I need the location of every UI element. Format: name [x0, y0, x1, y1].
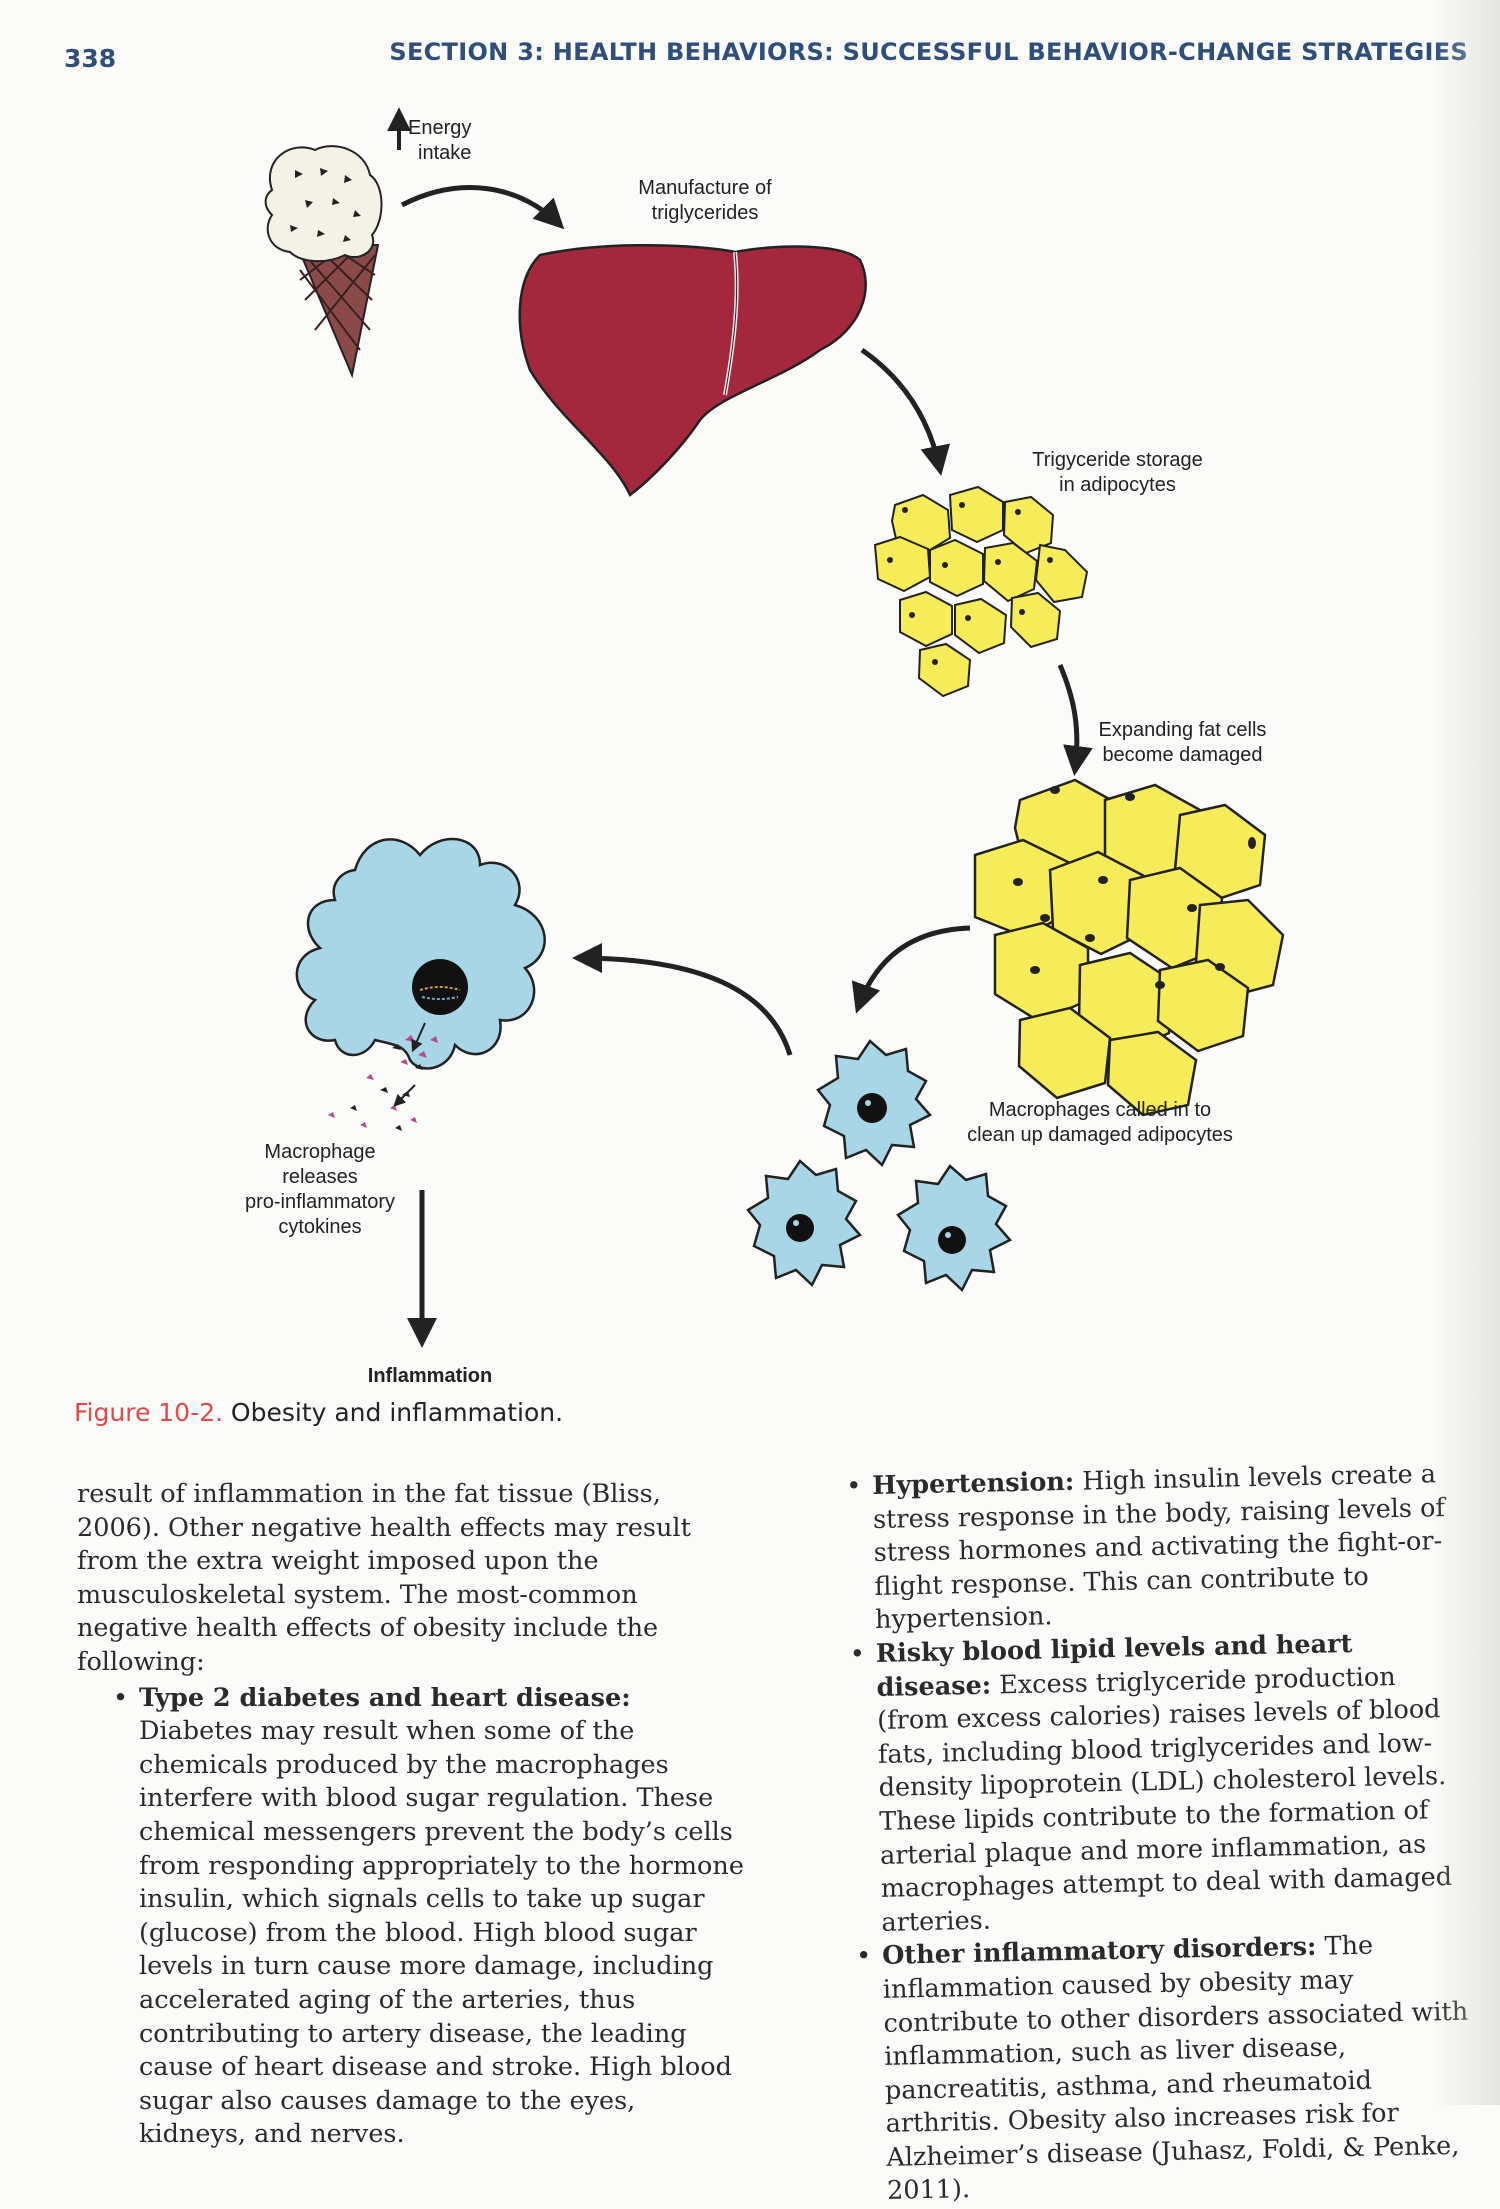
bullet-term: Other inflammatory disorders: [881, 1932, 1317, 1972]
label-macrophages-line2: clean up damaged adipocytes [967, 1124, 1233, 1146]
label-intake: intake [418, 142, 472, 164]
figure-number: Figure 10-2. [74, 1398, 223, 1427]
label-expanding-line2: become damaged [1102, 744, 1263, 766]
intro-paragraph: result of inflammation in the fat tissue… [77, 1479, 691, 1677]
list-item: • Hypertension: High insulin levels crea… [846, 1458, 1470, 1638]
arrow-liver-to-storage [860, 347, 950, 476]
arrow-cone-to-liver [400, 185, 565, 230]
bullet-term: Type 2 diabetes and heart disease: [139, 1682, 631, 1713]
arrow-storage-to-expanding [1057, 664, 1093, 776]
figure-illustration [264, 107, 1285, 1348]
label-storage-line1: Trigyceride storage [1032, 449, 1203, 471]
macrophage-group [746, 1039, 1013, 1293]
label-manufacture: Manufacture of triglycerides [590, 176, 820, 226]
list-item: • Other inflammatory disorders: The infl… [856, 1928, 1482, 2209]
label-releases-line2: releases [282, 1166, 358, 1188]
arrow-to-large-macrophage [572, 943, 793, 1056]
label-energy-intake: Energy intake [408, 116, 471, 166]
label-manufacture-line2: triglycerides [651, 202, 759, 224]
figure-caption-text: Obesity and inflammation. [222, 1398, 564, 1427]
bullet-term: Hypertension: [872, 1466, 1075, 1501]
section-title: SECTION 3: HEALTH BEHAVIORS: SUCCESSFUL … [389, 38, 1468, 66]
label-macrophages-line1: Macrophages called in to [988, 1099, 1212, 1121]
bullet-icon: • [846, 1471, 862, 1502]
figure-obesity-inflammation: Energy intake Manufacture of triglycerid… [225, 107, 1290, 1387]
bullet-text: Diabetes may result when some of the che… [139, 1716, 744, 2150]
ice-cream-icon [264, 145, 383, 379]
left-column: result of inflammation in the fat tissue… [77, 1478, 747, 2152]
figure-caption: Figure 10-2. Obesity and inflammation. [74, 1398, 563, 1427]
bullet-icon: • [855, 1941, 872, 1972]
label-macrophages-called: Macrophages called in to clean up damage… [940, 1098, 1260, 1148]
label-storage-line2: in adipocytes [1059, 474, 1176, 496]
list-item: • Risky blood lipid levels and heart dis… [850, 1625, 1477, 1940]
label-expanding-line1: Expanding fat cells [1098, 719, 1267, 741]
arrow-expanding-to-macrophages [851, 925, 971, 1014]
adipocytes-small [873, 485, 1089, 698]
liver-illustration [518, 243, 867, 497]
label-releases-line1: Macrophage [264, 1141, 376, 1163]
bullet-icon: • [113, 1682, 129, 1713]
label-inflammation: Inflammation [367, 1365, 493, 1387]
label-releases-line4: cytokines [278, 1216, 362, 1238]
label-energy: Energy [408, 117, 472, 139]
bullet-text: Excess triglyceride production (from exc… [876, 1661, 1453, 1938]
right-column: • Hypertension: High insulin levels crea… [846, 1458, 1482, 2209]
label-expanding: Expanding fat cells become damaged [1075, 718, 1290, 768]
left-bullet-list: • Type 2 diabetes and heart disease: Dia… [113, 1682, 747, 2152]
label-storage: Trigyceride storage in adipocytes [1005, 448, 1230, 498]
bullet-text: The inflammation caused by obesity may c… [882, 1930, 1469, 2207]
label-manufacture-line1: Manufacture of [638, 177, 772, 199]
page-number: 338 [64, 44, 117, 73]
right-bullet-list: • Hypertension: High insulin levels crea… [846, 1458, 1482, 2209]
cytokine-particles [328, 1022, 438, 1131]
adipocytes-large [973, 778, 1285, 1117]
list-item: • Type 2 diabetes and heart disease: Dia… [113, 1682, 747, 2152]
label-releases-line3: pro-inflammatory [244, 1191, 396, 1213]
label-macrophage-releases: Macrophage releases pro-inflammatory cyt… [225, 1140, 415, 1240]
bullet-icon: • [849, 1639, 866, 1670]
large-macrophage [295, 837, 546, 1070]
